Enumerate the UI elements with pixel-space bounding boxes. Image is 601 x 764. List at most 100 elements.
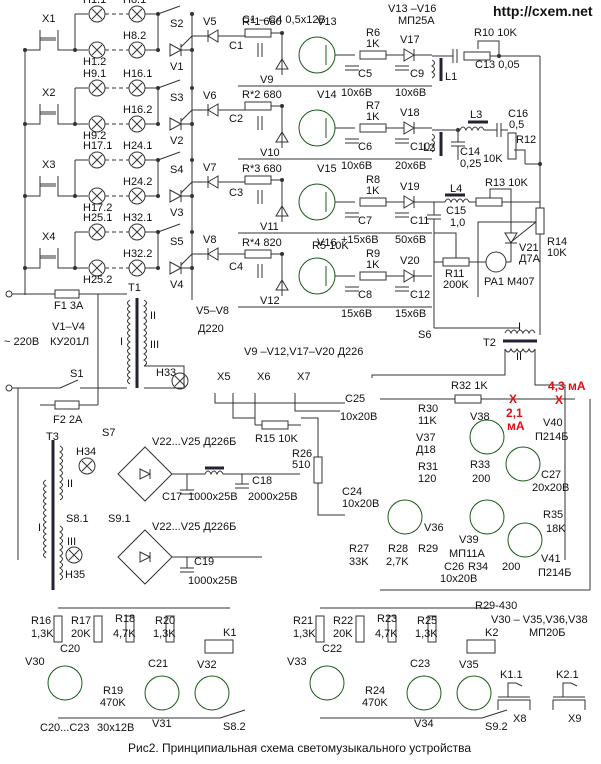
r32-label: R32 1K [451, 380, 488, 392]
transistor-label: V31 [152, 718, 172, 730]
v21-label: V21 [519, 242, 539, 254]
v40-label: V40 [543, 417, 563, 429]
c16-value: 0,5 [509, 119, 524, 131]
x5-label: X5 [217, 371, 230, 383]
r33-value: 200 [472, 473, 490, 485]
r14-label: R14 [547, 236, 567, 248]
resistor-label: R20 [155, 615, 175, 627]
mains-terminal-1[interactable] [5, 290, 13, 298]
site-url[interactable]: http://cxem.net [493, 3, 593, 19]
v5-v8-note: V5–V8 [196, 305, 229, 317]
r28-value: 2,7K [386, 556, 409, 568]
diode-label: V18 [400, 107, 420, 119]
c1-c4-note: C1 – C4 0,5x12В [242, 14, 326, 26]
mains-terminal-2[interactable] [5, 384, 13, 392]
switch-label: S3 [170, 92, 183, 104]
c18-label: C18 [252, 475, 272, 487]
lamp-label: H1.1 [83, 0, 106, 6]
v13-v16-label: V13 –V16 [388, 3, 436, 15]
s8-1-label: S8.1 [66, 513, 89, 525]
f1-label: F1 3A [54, 300, 84, 312]
connector-x2[interactable]: X2 [42, 87, 55, 99]
v38-label: V38 [470, 411, 490, 423]
channel-capacitor-label: C2 [229, 113, 243, 125]
transistor [406, 675, 442, 711]
t1-label: T1 [128, 282, 141, 294]
k2-1-label: K2.1 [556, 669, 579, 681]
relay-outputs: K1.1 X8 K2.1 X9 [497, 669, 586, 725]
s7-label: S7 [102, 427, 115, 439]
c19-label: C19 [194, 556, 214, 568]
connector-x1[interactable]: X1 [42, 13, 55, 25]
r15-label: R15 10K [255, 433, 298, 445]
switch-label: S4 [170, 164, 183, 176]
r35-value: 18K [546, 523, 566, 535]
r11-value: 200K [443, 279, 469, 291]
r27-label: R27 [349, 543, 369, 555]
switch-label: S9.2 [485, 721, 508, 733]
transistor-label: V33 [287, 656, 307, 668]
channel-capacitor-label: C1 [229, 40, 243, 52]
bridge-1-label: V22...V25 Д226Б [152, 436, 236, 448]
r31-value: 120 [418, 473, 436, 485]
t3-label: T3 [46, 431, 59, 443]
rectifier-bridge-2 [117, 529, 173, 585]
bridge-2-label: V22...V25 Д226Б [152, 521, 236, 533]
resistor-label: R23 [377, 613, 397, 625]
resistor-label: R9 [366, 248, 380, 260]
thyristor-icon [169, 43, 183, 57]
zener-label: V12 [260, 295, 280, 307]
resistor-label: R21 [293, 615, 313, 627]
c18-value: 2000x25В [248, 491, 298, 503]
capacitor-value: 15x6В [395, 308, 426, 320]
v37-label: V37 [416, 432, 436, 444]
k1-1-label: K1.1 [500, 669, 523, 681]
channel-resistor-label: R*4 820 [242, 237, 282, 249]
h34-label: H34 [76, 446, 96, 458]
resistor-label: R16 [31, 615, 51, 627]
resistor-value: 20K [71, 628, 91, 640]
r34-label: R34 [468, 561, 488, 573]
transistor-v40 [505, 446, 541, 482]
lamp-label: H9.2 [83, 130, 106, 142]
power-input: F1 3A S1 F2 2A T1 II III I H33 [5, 282, 189, 560]
transistor [309, 665, 345, 701]
v30-v38-type: МП20Б [529, 627, 566, 639]
capacitor-label: C23 [410, 658, 430, 670]
current-2-label: 4,3 мА [548, 379, 586, 393]
lamp-h33 [171, 372, 189, 390]
lamp-label: H17.1 [83, 140, 112, 152]
h35-label: H35 [65, 569, 85, 581]
resistor-value: 470K [100, 697, 126, 709]
thyristor-label: V3 [170, 207, 183, 219]
resistor-value: 470K [362, 697, 388, 709]
connector-x4[interactable]: X4 [42, 231, 55, 243]
capacitor-value: 15x6В [341, 308, 372, 320]
r10-label: R10 10K [474, 27, 517, 39]
c25-value: 10x20В [340, 411, 377, 423]
transistor-label: V16 [317, 237, 337, 249]
r12-label: R12 [516, 134, 536, 146]
x8-label: X8 [513, 713, 526, 725]
capacitor-value: 10x6В [395, 87, 426, 99]
c20-c23-note: C20...C23 [40, 722, 90, 734]
resistor-label: R25 [417, 615, 437, 627]
transistor [47, 665, 83, 701]
transistor-v41 [507, 522, 543, 558]
current-1-unit: мА [507, 419, 525, 433]
diode-label: V8 [203, 234, 216, 246]
c26-label: C26 [444, 561, 464, 573]
amplifier: X5 X6 X7 R15 10K R26 510 C24 10x20В C25 … [214, 371, 591, 591]
capacitor-label: C22 [322, 643, 342, 655]
meter-pa1 [485, 251, 507, 273]
connector-x3[interactable]: X3 [42, 159, 55, 171]
capacitor-value: 10x6В [341, 160, 372, 172]
c27-label: C27 [541, 469, 561, 481]
t2-label: T2 [483, 337, 496, 349]
r35-label: R35 [543, 509, 563, 521]
relay-coil [204, 639, 234, 654]
channel-resistor-label: R*1 680 [242, 16, 282, 28]
c17-value: 1000x25В [188, 491, 238, 503]
r30-value: 11K [418, 415, 437, 427]
